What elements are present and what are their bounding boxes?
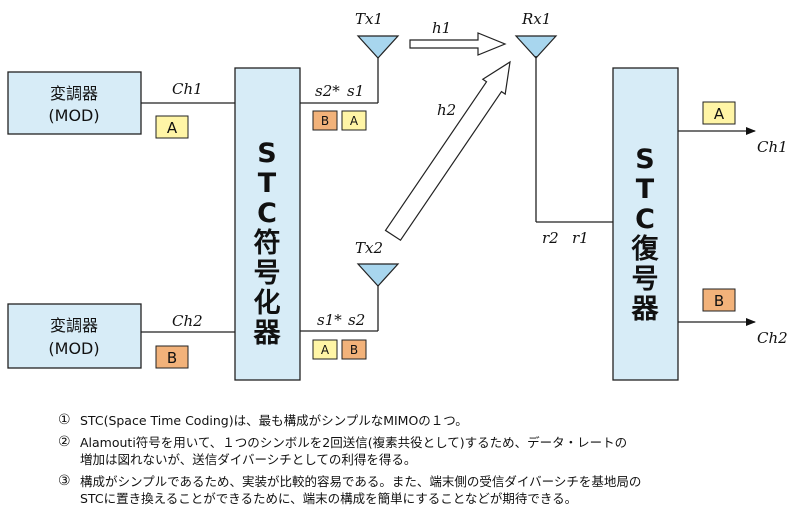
rx1-antenna-icon <box>514 35 558 59</box>
output-tag-b-label: B <box>714 292 724 310</box>
modulator-bottom-label: 変調器 <box>50 316 98 335</box>
modulator-top-sublabel: (MOD) <box>48 106 99 125</box>
stc-encoder-title-char: 号 <box>254 258 281 289</box>
h2-path-label: h2 <box>437 101 456 119</box>
rx1-symbol-r1: r1 <box>572 229 589 247</box>
tx2-label: Tx2 <box>355 239 383 257</box>
note-number: ① <box>58 412 71 428</box>
note-text: Alamouti符号を用いて、１つのシンボルを2回送信(複素共役として)するため… <box>80 435 628 467</box>
note-number: ③ <box>58 473 71 489</box>
stc-encoder-title-char: 符 <box>254 227 281 259</box>
h1-path-label: h1 <box>432 19 451 37</box>
stc-encoder-title-char: 器 <box>253 318 282 349</box>
note-text: STC(Space Time Coding)は、最も構成がシンプルなMIMOの１… <box>80 413 468 428</box>
stc-encoder-title-char: C <box>257 198 277 229</box>
stc-decoder-title-char: S <box>635 144 654 175</box>
tx2-antenna-icon <box>356 263 400 287</box>
note-number: ② <box>58 434 71 450</box>
tx1-antenna-icon <box>356 35 400 59</box>
tx1-tag-a: A <box>341 110 367 131</box>
stc-encoder-title-char: T <box>258 168 277 199</box>
input-tag-b-label: B <box>167 349 177 367</box>
input-tag-a: A <box>155 115 189 139</box>
ch2-input-label: Ch2 <box>172 312 203 330</box>
note-item: ① STC(Space Time Coding)は、最も構成がシンプルなMIMO… <box>58 412 793 429</box>
ch2-output-label: Ch2 <box>757 329 788 347</box>
h1-path-arrow <box>409 32 507 56</box>
tx2-symbol-conjugate: s1* <box>317 311 342 329</box>
h2-path-arrow <box>384 60 511 242</box>
rx1-symbol-r2: r2 <box>542 229 559 247</box>
modulator-bottom-sublabel: (MOD) <box>48 339 99 358</box>
tx1-label: Tx1 <box>355 10 383 28</box>
modulator-top: 変調器 (MOD) <box>7 71 142 135</box>
stc-encoder-title-char: S <box>257 138 276 169</box>
notes-list: ① STC(Space Time Coding)は、最も構成がシンプルなMIMO… <box>58 412 793 512</box>
tx2-tag-a: A <box>312 339 338 360</box>
tx2-symbol: s2 <box>348 311 365 329</box>
ch1-input-label: Ch1 <box>172 80 203 98</box>
stc-decoder-title-char: C <box>635 204 655 235</box>
rx1-label: Rx1 <box>521 10 551 28</box>
output-tag-a: A <box>702 101 736 125</box>
note-item: ③ 構成がシンプルであるため、実装が比較的容易である。また、端末側の受信ダイバー… <box>58 473 793 507</box>
stc-diagram: 変調器 (MOD) Ch1 A 変調器 (MOD) Ch2 B STC符号化器 … <box>7 10 788 381</box>
stc-encoder-title-char: 化 <box>254 288 281 319</box>
tx1-symbol: s1 <box>347 82 364 100</box>
note-text: 構成がシンプルであるため、実装が比較的容易である。また、端末側の受信ダイバーシチ… <box>80 474 642 506</box>
output-tag-b: B <box>702 288 736 312</box>
tx1-tag-b-label: B <box>321 114 329 128</box>
tx1-symbol-conjugate: s2* <box>315 82 340 100</box>
input-tag-a-label: A <box>167 119 178 137</box>
tx1-tag-a-label: A <box>350 114 359 128</box>
tx2-tag-b: B <box>341 339 367 360</box>
tx2-tag-b-label: B <box>350 343 358 357</box>
stc-decoder-title-char: 号 <box>632 264 659 295</box>
tx1-tag-b: B <box>312 110 338 131</box>
stc-decoder-title-char: T <box>636 174 655 205</box>
note-item: ② Alamouti符号を用いて、１つのシンボルを2回送信(複素共役として)する… <box>58 434 793 468</box>
output-tag-a-label: A <box>714 105 725 123</box>
tx2-tag-a-label: A <box>321 343 330 357</box>
stc-decoder-title-char: 復 <box>631 233 660 265</box>
modulator-top-label: 変調器 <box>50 84 98 103</box>
ch1-output-label: Ch1 <box>757 138 788 156</box>
stc-decoder-title-char: 器 <box>631 294 660 325</box>
modulator-bottom: 変調器 (MOD) <box>7 303 142 369</box>
input-tag-b: B <box>155 345 189 369</box>
